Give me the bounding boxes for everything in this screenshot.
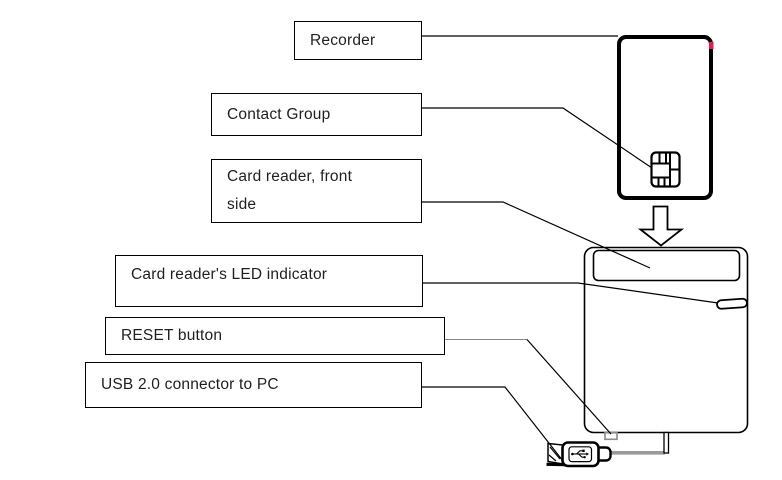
label-usb-connector: USB 2.0 connector to PC — [85, 362, 422, 408]
label-reset-button: RESET button — [105, 317, 445, 355]
down-arrow-icon — [637, 205, 685, 247]
leader-line-reset-diagonal — [526, 339, 612, 435]
label-usb-connector-text: USB 2.0 connector to PC — [101, 376, 279, 394]
leader-line-contact-group — [422, 107, 653, 169]
label-recorder: Recorder — [294, 21, 422, 60]
label-front-side-line1: Card reader, front — [227, 168, 353, 185]
label-contact-group: Contact Group — [211, 93, 422, 136]
label-reset-button-text: RESET button — [121, 327, 223, 345]
smart-card — [617, 35, 713, 200]
usb-trident-icon — [571, 449, 589, 459]
reset-button — [604, 431, 618, 441]
leader-line-front-side — [422, 201, 651, 269]
card-slot — [592, 249, 741, 282]
led-indicator — [716, 297, 748, 310]
smartcard-chip-icon — [650, 151, 681, 188]
label-front-side-line2: side — [227, 196, 257, 213]
leader-line-led — [423, 282, 719, 304]
label-led-indicator-text: Card reader's LED indicator — [131, 266, 328, 283]
leader-line-usb — [422, 386, 564, 462]
label-contact-group-text: Contact Group — [227, 105, 331, 123]
usb-connector — [546, 441, 612, 468]
card-marker — [709, 42, 714, 49]
label-card-reader-front-side: Card reader, front side — [211, 159, 422, 223]
cable-entry — [663, 431, 670, 454]
label-recorder-text: Recorder — [310, 31, 376, 49]
label-led-indicator: Card reader's LED indicator — [115, 255, 423, 307]
